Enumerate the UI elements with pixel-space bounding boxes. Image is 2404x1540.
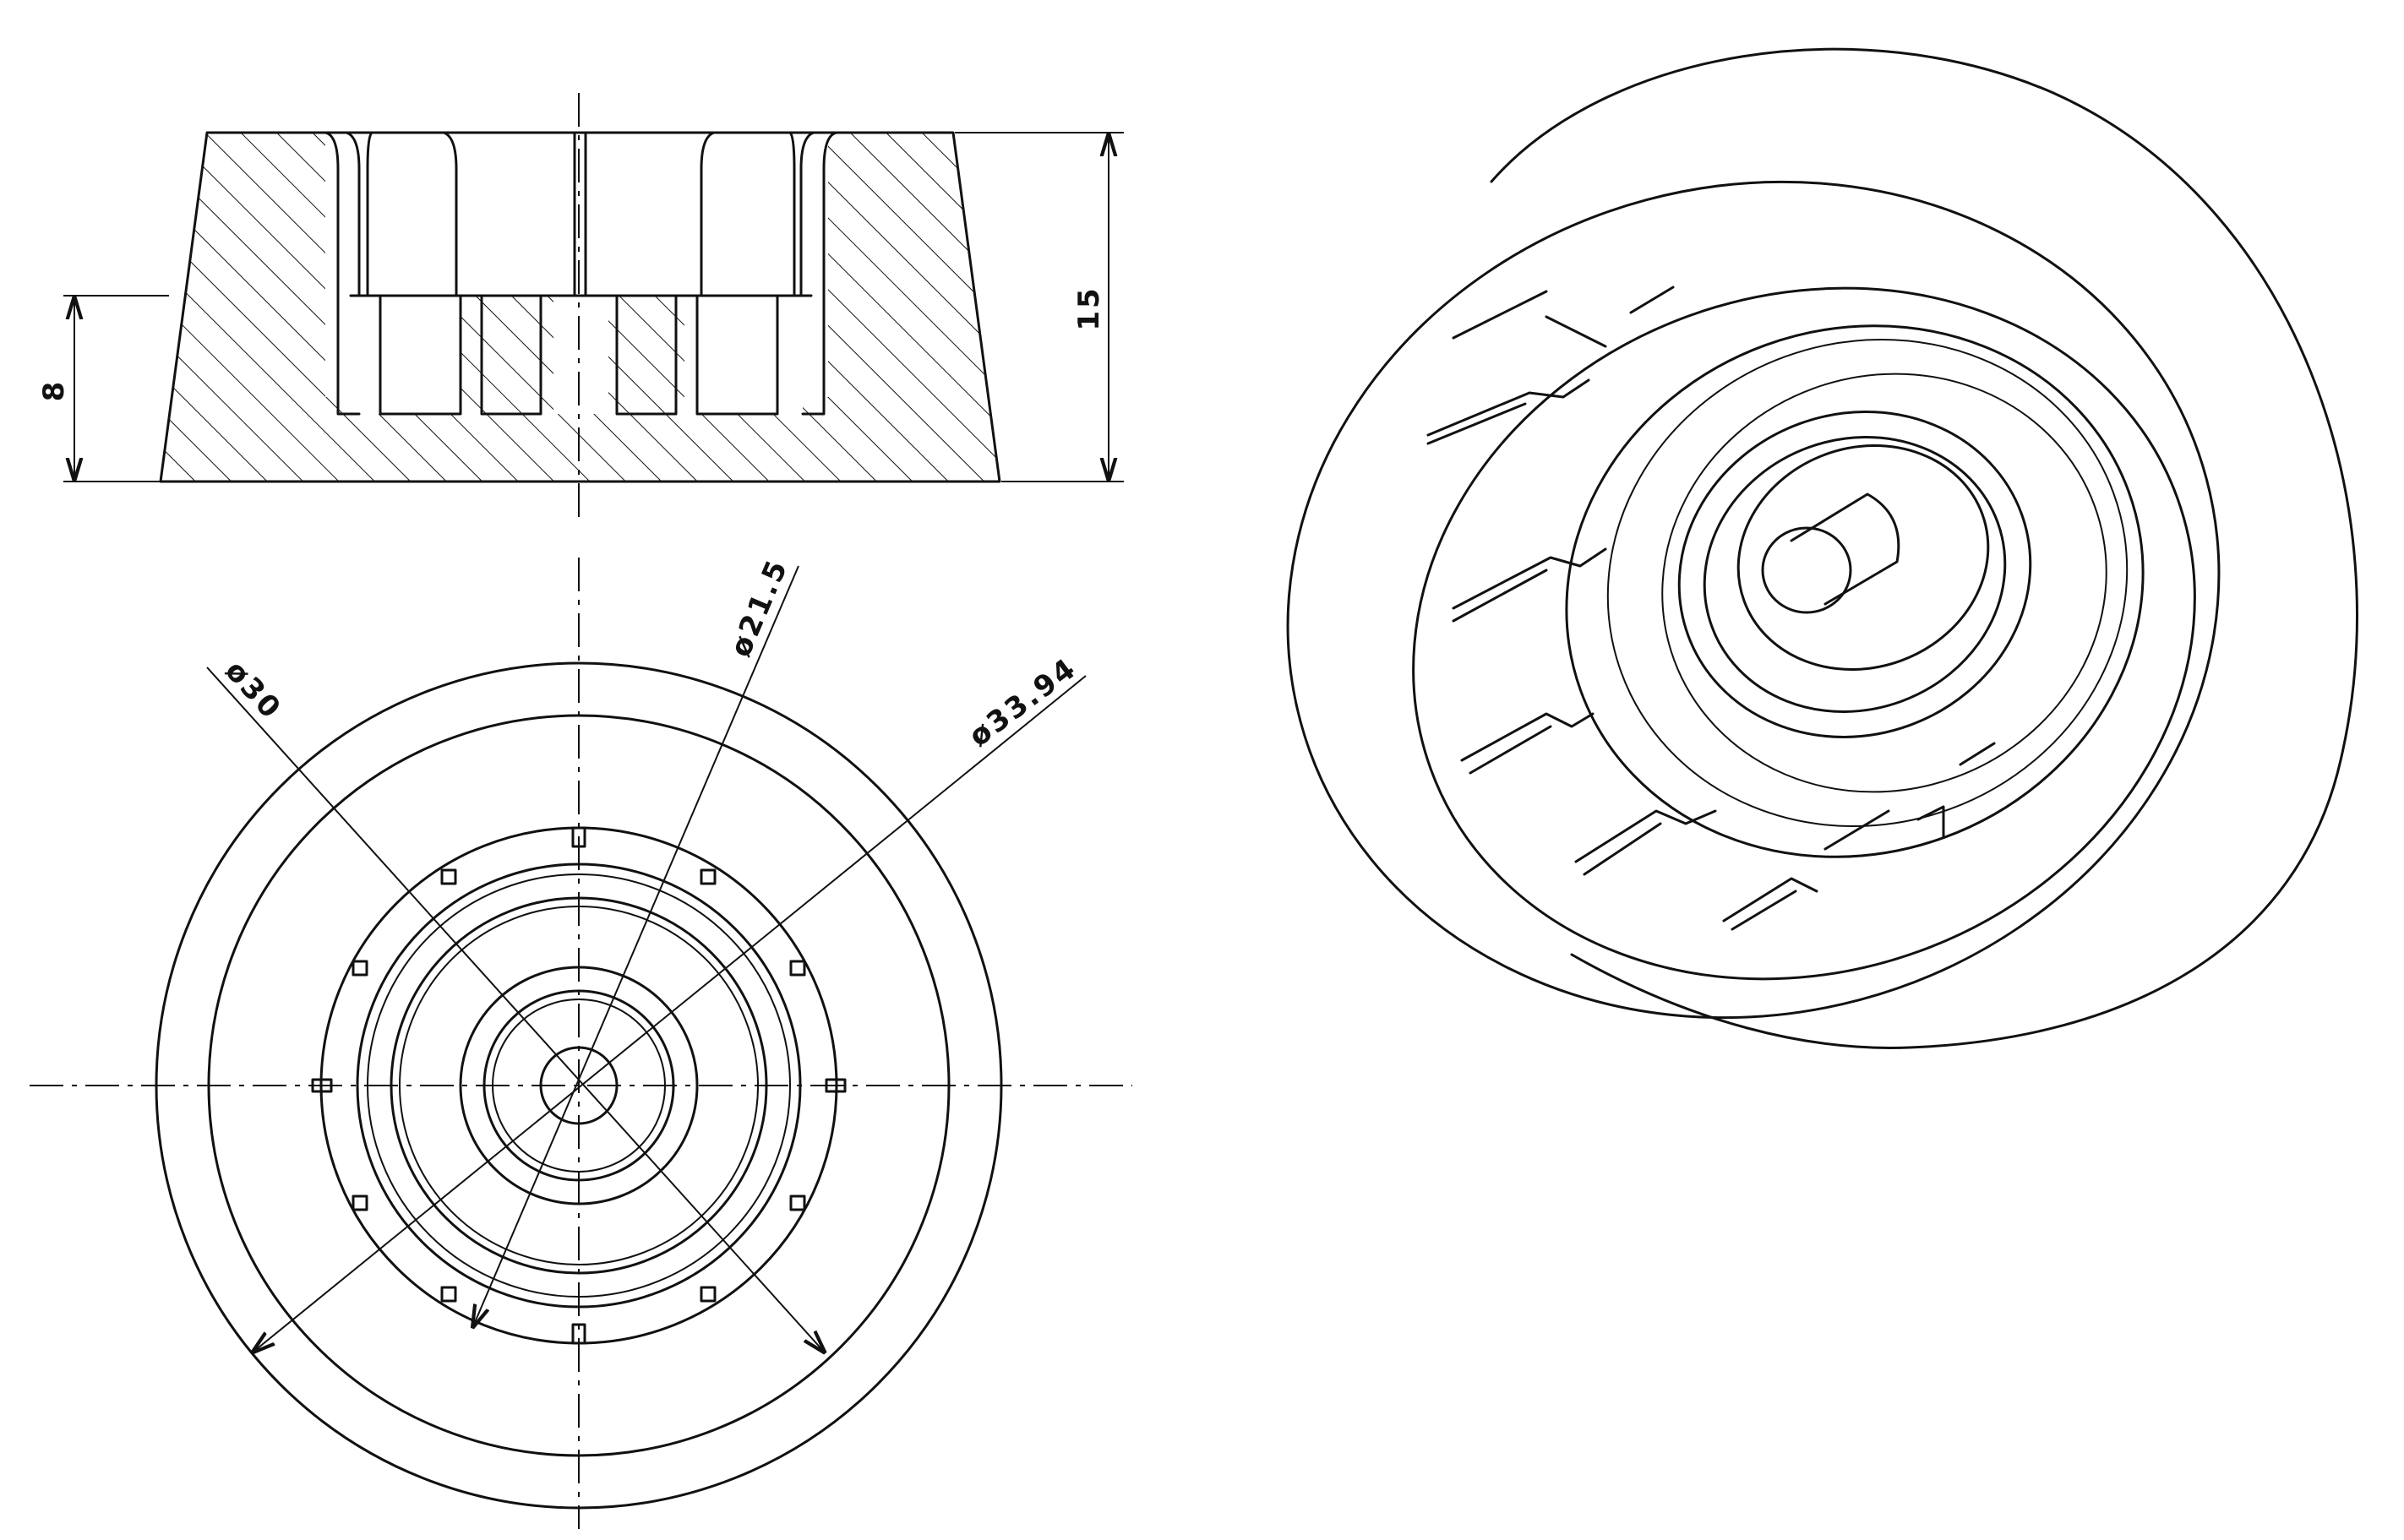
pocket-1 [379, 294, 462, 416]
iso-inner-ring-3 [1661, 373, 2107, 793]
iso-pin-body [1790, 492, 1900, 606]
plan-view: ø30 ø21.5 ø33.94 [30, 553, 1132, 1529]
isometric-view [1286, 47, 2358, 1049]
dim-label-8: 8 [37, 379, 71, 402]
cavity-fin-left-2 [366, 131, 373, 297]
section-hatch-left [161, 133, 359, 482]
dim-line-30 [206, 667, 824, 1352]
iso-outer-silhouette [1490, 47, 2358, 1049]
cavity-fin-mid-2 [700, 131, 716, 297]
cavity-fin-left-1 [345, 131, 361, 297]
pocket-4 [695, 294, 779, 416]
iso-inner-ring-2 [1606, 338, 2129, 828]
ring-notches [311, 826, 847, 1345]
iso-bore-edge [1412, 286, 2196, 981]
dim-line-33-94 [253, 675, 1087, 1352]
dim-label-21-5: ø21.5 [723, 553, 795, 661]
iso-front-face [1286, 180, 2221, 1020]
cavity-fin-right-2 [788, 131, 796, 297]
cavity-fin-right-1 [799, 131, 815, 297]
section-outline [159, 131, 1001, 483]
iso-pin-end [1761, 526, 1852, 614]
iso-inner-ring [1565, 324, 2145, 858]
section-hatch-right [803, 133, 1000, 482]
iso-hub-inner [1736, 444, 1990, 671]
dim-line-21-5 [473, 565, 799, 1326]
dim-label-15: 15 [1072, 286, 1106, 330]
iso-hub-outer [1677, 411, 2032, 738]
cavity-wall-left [324, 131, 361, 416]
cavity-wall-right [801, 131, 838, 416]
pocket-3 [615, 294, 678, 416]
pocket-2 [480, 294, 542, 416]
section-hatch-bottom [161, 296, 1000, 482]
iso-fins [1426, 286, 1996, 931]
dim-label-33-94: ø33.94 [962, 651, 1083, 754]
section-view: 15 8 [37, 93, 1124, 524]
cavity-fin-mid-1 [442, 131, 458, 297]
iso-hub-mid [1703, 436, 2007, 713]
